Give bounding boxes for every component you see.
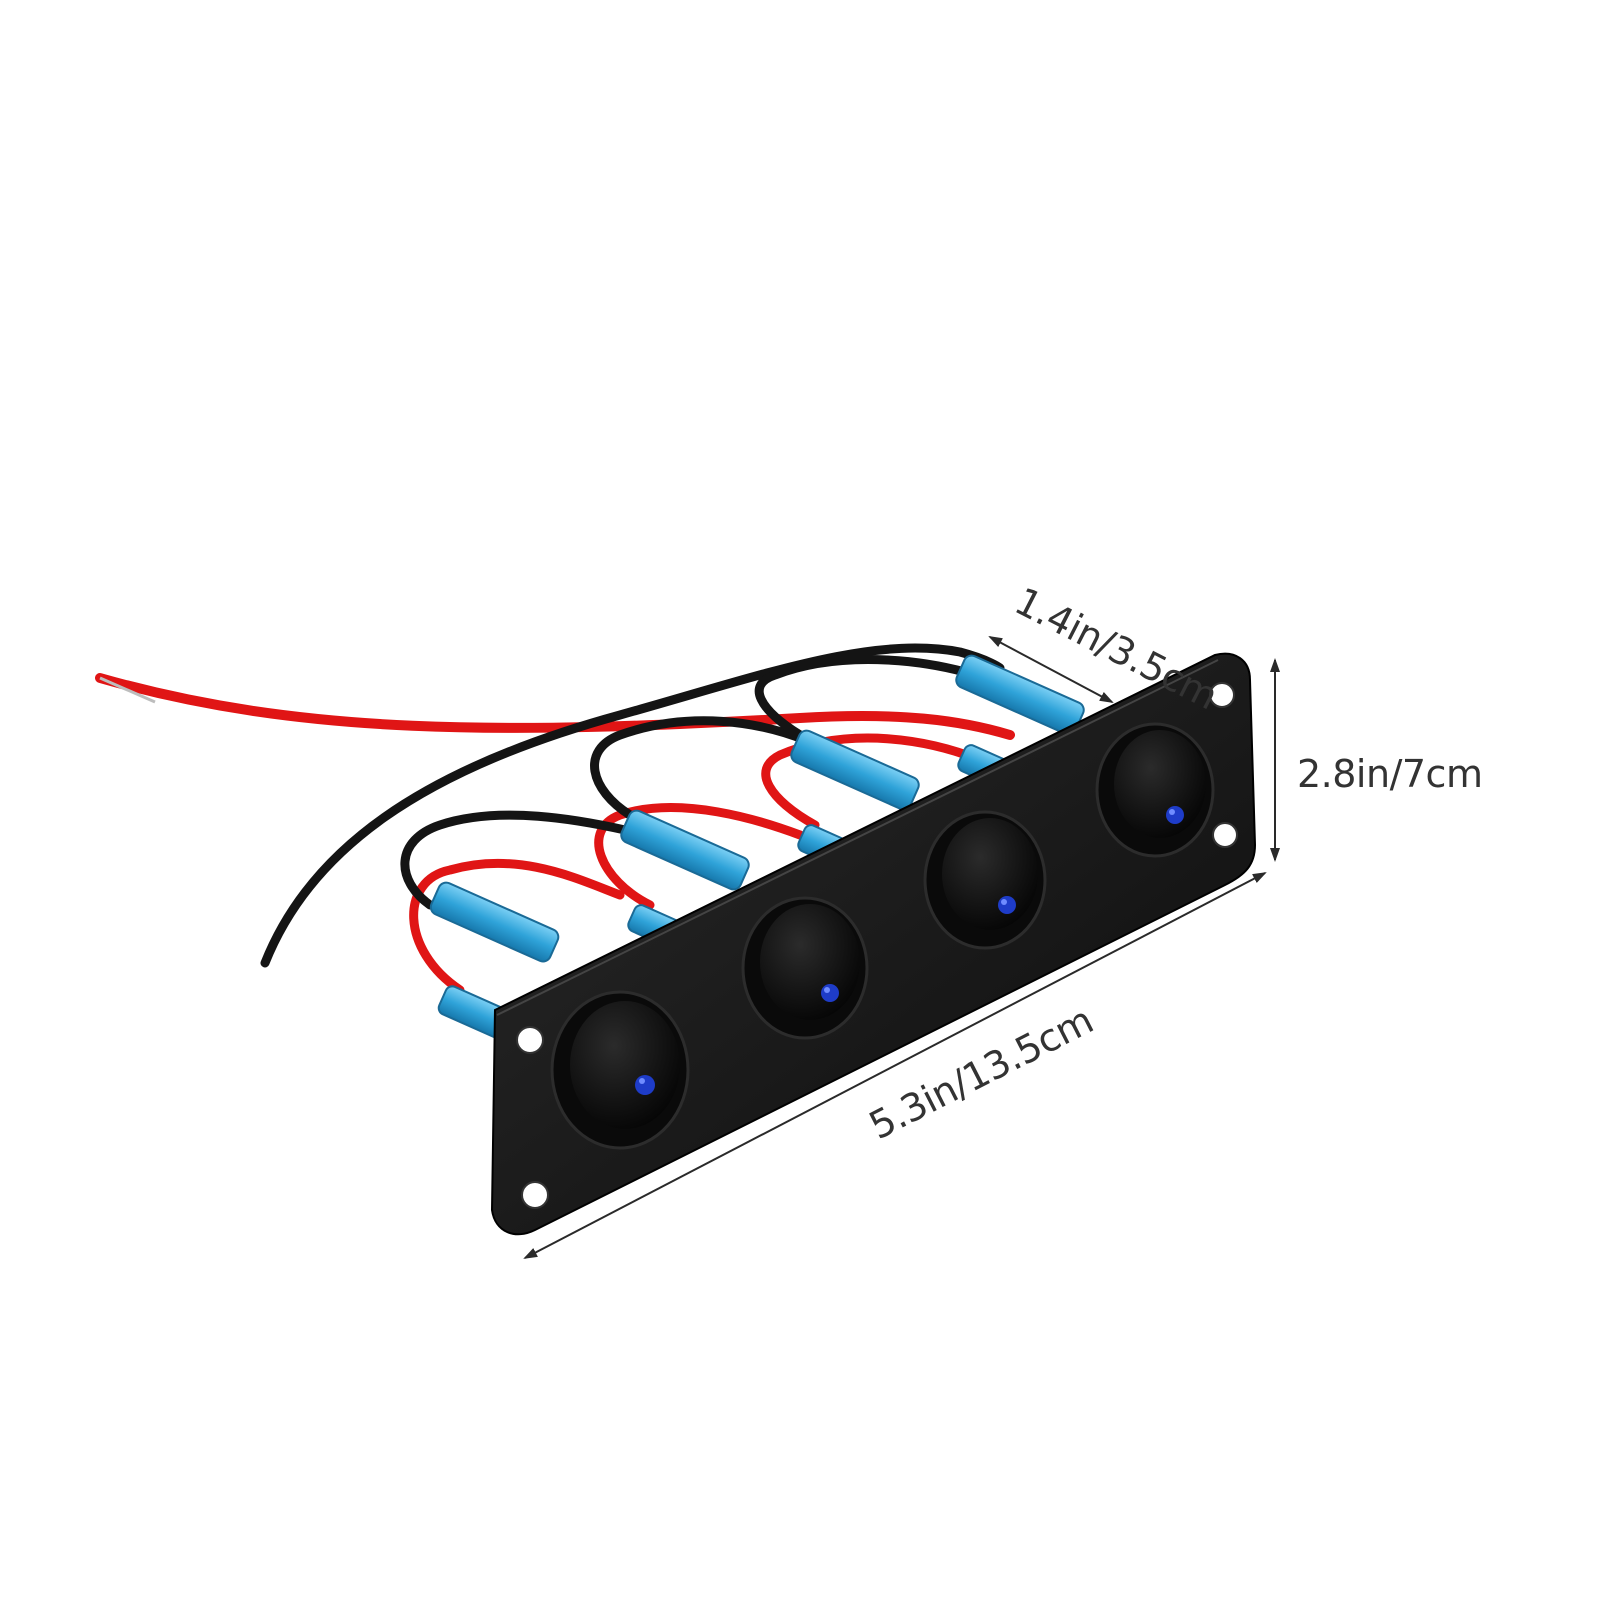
mount-hole-icon	[516, 1026, 544, 1054]
mount-hole-icon	[521, 1181, 549, 1209]
rocker-switch-2	[741, 896, 869, 1040]
dimension-height: 2.8in/7cm	[1270, 658, 1483, 862]
indicator-led-icon	[821, 984, 839, 1002]
rocker-switch-1	[550, 990, 690, 1150]
rocker-switch-4	[1095, 722, 1215, 858]
indicator-led-icon	[635, 1075, 655, 1095]
black-lead-wire	[260, 643, 1005, 968]
black-jumper-wires	[400, 655, 970, 910]
indicator-led-icon	[998, 896, 1016, 914]
height-label: 2.8in/7cm	[1297, 752, 1482, 796]
rocker-switch-3	[923, 810, 1047, 950]
mount-hole-icon	[1212, 822, 1238, 848]
indicator-led-icon	[1166, 806, 1184, 824]
red-lead-wire	[95, 673, 1015, 740]
mount-hole-icon	[1209, 682, 1235, 708]
